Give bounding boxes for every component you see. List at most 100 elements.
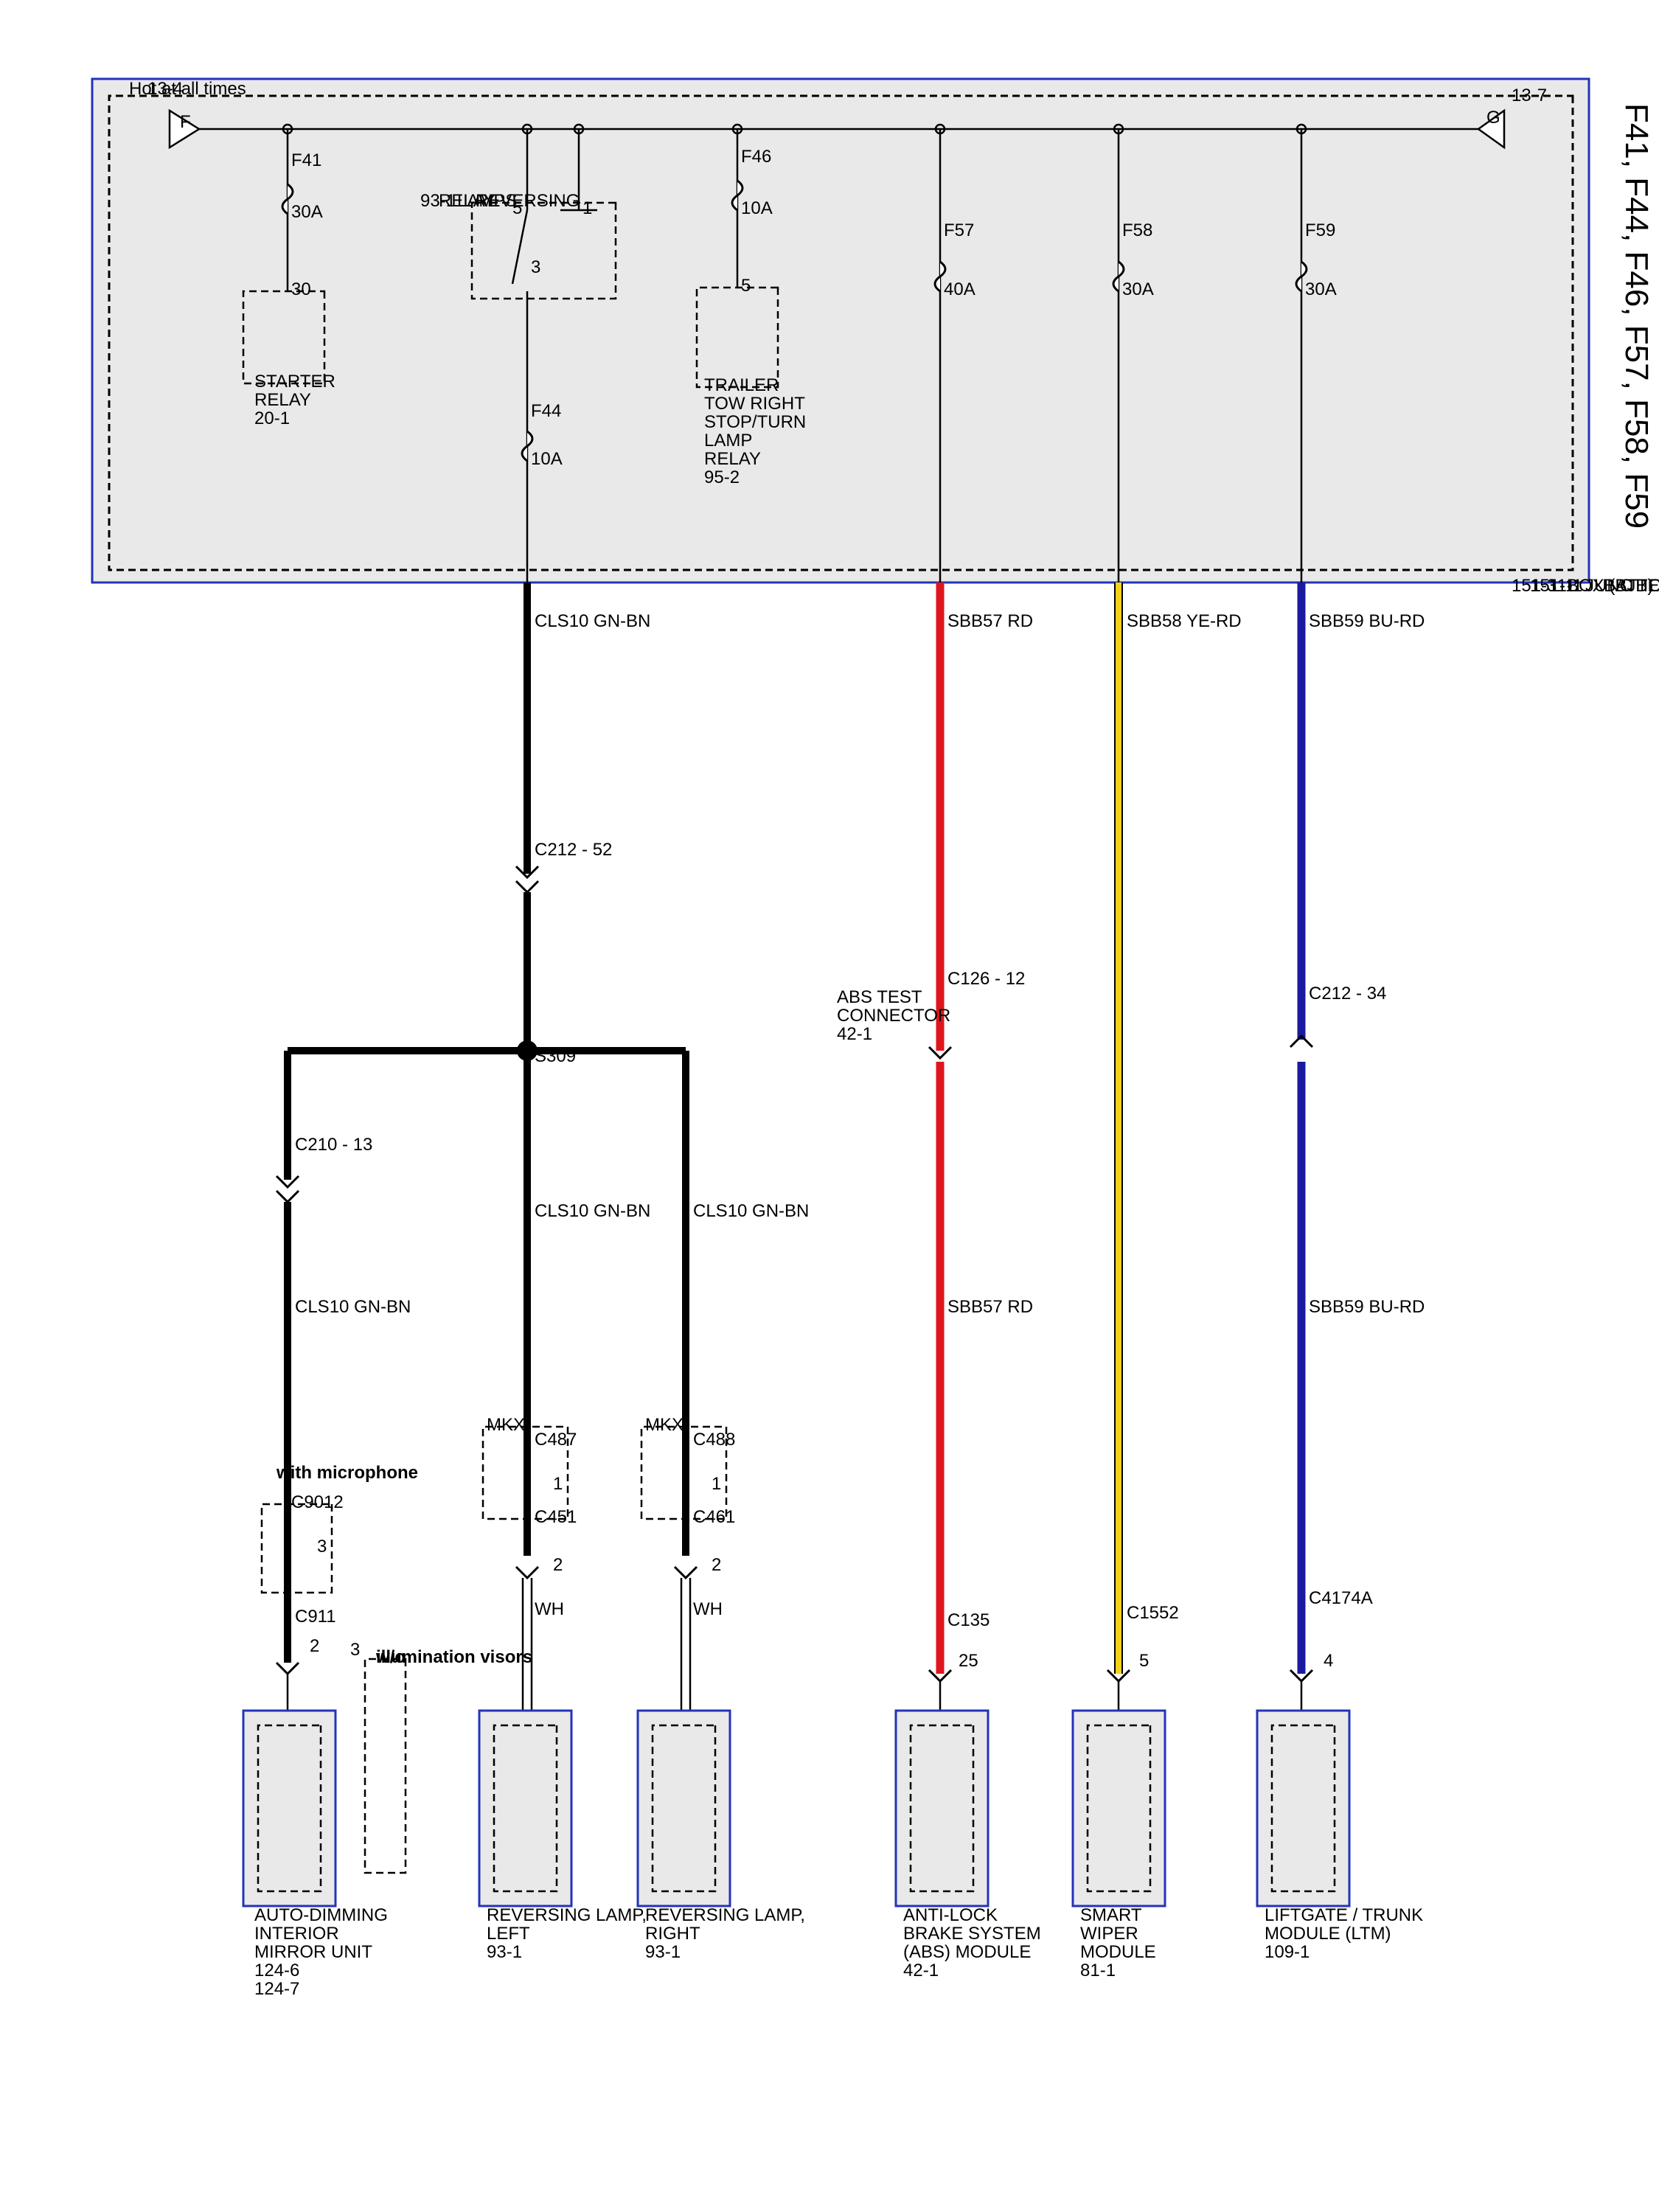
mirror-name-5: 124-7 [254,1979,299,1999]
f41-label: F41 [291,150,321,170]
cls10-label-right-lamp: CLS10 GN-BN [693,1201,809,1221]
c9012-pin: 3 [317,1537,327,1557]
c210-13-pin-icon [275,1175,300,1189]
bjb-frame [91,77,1590,584]
c135-label: C135 [947,1610,990,1630]
lamp-right-name-2: RIGHT [645,1924,700,1944]
bjb-name-6: 151-3 [1512,576,1557,596]
module-smart-wiper [1071,1709,1166,1907]
c212-52-label: C212 - 52 [535,840,612,860]
mirror-name-1: AUTO-DIMMING [254,1905,388,1925]
wo-visors-label-1: w/o [375,1647,406,1667]
c488-pin: 1 [712,1474,721,1494]
reversing-relay-name-3: RELAY [439,191,495,211]
trailer-relay-name-2: TOW RIGHT [704,394,805,414]
lamp-left-name-2: LEFT [487,1924,530,1944]
abs-name-2: BRAKE SYSTEM [903,1924,1041,1944]
sbb58-label: SBB58 YE-RD [1127,611,1242,631]
c9012-label: C9012 [291,1492,344,1512]
wh-label-right: WH [693,1599,723,1619]
wiper-name-1: SMART [1080,1905,1142,1925]
abs-name-3: (ABS) MODULE [903,1942,1031,1962]
c126-12-label: C126 - 12 [947,969,1025,989]
ltm-name-3: 109-1 [1265,1942,1310,1962]
c451-label: C451 [535,1507,577,1527]
f41-rating: 30A [291,202,323,222]
c9012-box [260,1503,333,1594]
c461-label: C461 [693,1507,735,1527]
diagram-title: F41, F44, F46, F57, F58, F59 [1618,103,1655,529]
c212-52-socket-icon [515,880,540,894]
starter-relay-name-2: RELAY [254,390,311,410]
bjb-name-1: BATTERY [1604,576,1659,596]
reversing-relay-pin-1: 1 [582,198,592,218]
c451-pin: 2 [553,1555,563,1575]
f59-rating: 30A [1305,279,1337,299]
reversing-relay-name-1: REVERSING [476,191,580,211]
ltm-name-1: LIFTGATE / TRUNK [1265,1905,1423,1925]
trailer-relay-name-5: RELAY [704,449,761,469]
starter-relay-name-3: 20-1 [254,408,290,428]
mirror-name-4: 124-6 [254,1961,299,1980]
module-abs [894,1709,990,1907]
ref-f-page: 13-4 [147,79,183,99]
mkx-b-label: MKX [645,1415,684,1435]
cls10-label-mirror: CLS10 GN-BN [295,1297,411,1317]
c135-pin: 25 [959,1651,978,1671]
bjb-name-2: JUNCTION [1585,576,1659,596]
ref-g-triangle [1476,108,1506,150]
wo-visors-box [364,1658,407,1874]
c911-connector-icon [275,1661,300,1676]
reversing-relay-box [470,201,617,300]
lamp-left-name-1: REVERSING LAMP, [487,1905,647,1925]
c487-label: C487 [535,1430,577,1450]
c4174a-label: C4174A [1309,1588,1373,1608]
module-reversing-lamp-right [636,1709,731,1907]
abs-name-4: 42-1 [903,1961,939,1980]
abs-test-label-3: 42-1 [837,1024,872,1044]
c4174a-pin: 4 [1324,1651,1333,1671]
f58-fuse-icon [1112,260,1125,293]
c487-pin: 1 [553,1474,563,1494]
c126-12-connector-icon [928,1046,953,1060]
trailer-relay-name-3: STOP/TURN [704,412,806,432]
module-mirror [242,1709,337,1907]
abs-test-label-1: ABS TEST [837,987,922,1007]
lamp-right-name-3: 93-1 [645,1942,681,1962]
sbb59-label-b: SBB59 BU-RD [1309,1297,1425,1317]
trailer-relay-name-6: 95-2 [704,467,740,487]
c210-13-label: C210 - 13 [295,1135,372,1155]
f46-label: F46 [741,147,771,167]
cls10-label-left-lamp: CLS10 GN-BN [535,1201,650,1221]
c461-pin: 2 [712,1555,721,1575]
c911-pin: 2 [310,1636,319,1656]
abs-test-label-2: CONNECTOR [837,1006,950,1026]
wo-visors-pin: 3 [350,1640,360,1660]
f46-rating: 10A [741,198,773,218]
trailer-relay-box [695,286,779,389]
mirror-name-2: INTERIOR [254,1924,339,1944]
f59-label: F59 [1305,220,1335,240]
c461-connector-icon [673,1565,698,1580]
bjb-name-4: 11-1 [1548,576,1582,596]
abs-name-1: ANTI-LOCK [903,1905,998,1925]
f58-rating: 30A [1122,279,1154,299]
c210-13-socket-icon [275,1189,300,1204]
reversing-relay-pin-5: 5 [512,198,522,218]
wiper-name-2: WIPER [1080,1924,1138,1944]
starter-relay-pin: 30 [291,279,311,299]
module-reversing-lamp-left [478,1709,573,1907]
f44-fuse-icon [521,430,534,462]
trailer-relay-name-4: LAMP [704,431,752,451]
c488-box [640,1425,728,1520]
mirror-name-3: MIRROR UNIT [254,1942,372,1962]
mkx-a-label: MKX [487,1415,525,1435]
trailer-relay-name-1: TRAILER [704,375,779,395]
c212-34-connector-icon [1289,1034,1314,1048]
c487-box [481,1425,569,1520]
trailer-relay-pin: 5 [741,276,751,296]
starter-relay-box [242,290,326,385]
f57-label: F57 [944,220,974,240]
ref-g-page: 13-7 [1512,86,1547,105]
